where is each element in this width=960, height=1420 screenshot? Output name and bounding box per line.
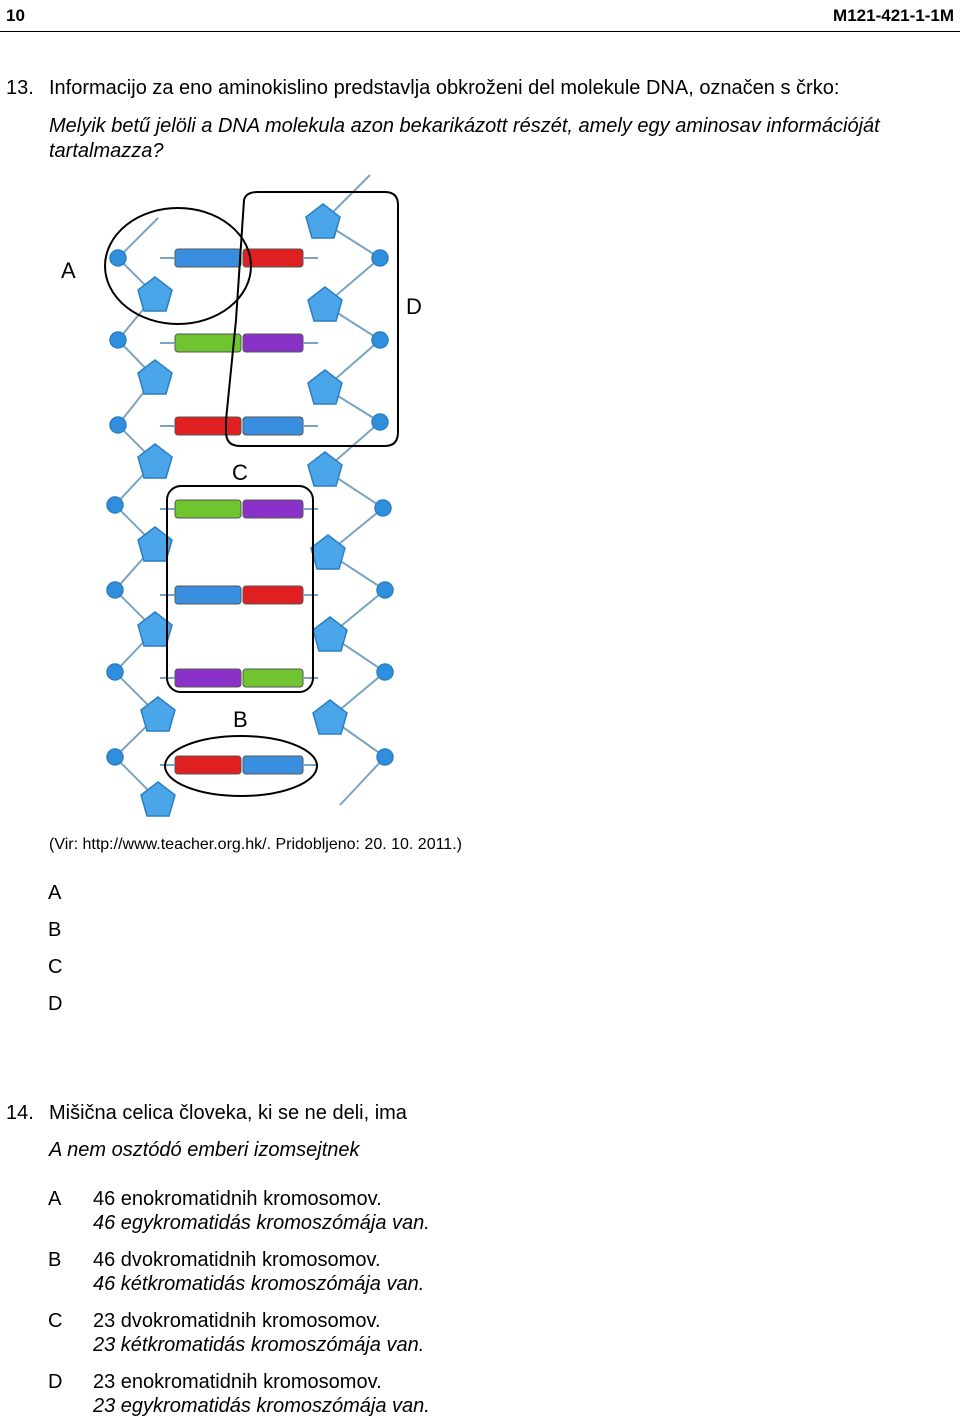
q13-option-a[interactable]: A	[48, 882, 62, 904]
q14-option-b-hungarian: 46 kétkromatidás kromoszómája van.	[93, 1273, 425, 1295]
q14-option-a-hungarian: 46 egykromatidás kromoszómája van.	[93, 1212, 430, 1234]
label-d: D	[406, 294, 422, 319]
question-14-number: 14.	[6, 1102, 34, 1124]
question-14-hungarian: A nem osztódó emberi izomsejtnek	[49, 1139, 360, 1161]
q13-option-c[interactable]: C	[48, 956, 63, 978]
region-c-outline	[166, 485, 314, 693]
label-a: A	[61, 258, 76, 283]
question-13-slovene: Informacijo za eno aminokislino predstav…	[49, 77, 840, 99]
image-source: (Vir: http://www.teacher.org.hk/. Pridob…	[49, 836, 462, 853]
q14-option-d-hungarian: 23 egykromatidás kromoszómája van.	[93, 1395, 430, 1417]
q14-option-d-slovene: 23 enokromatidnih kromosomov.	[93, 1371, 382, 1393]
question-13-number: 13.	[6, 77, 34, 99]
q14-option-b-letter[interactable]: B	[48, 1249, 62, 1271]
dna-diagram: A D C B	[61, 174, 422, 817]
header-rule	[0, 31, 960, 32]
region-d-outline	[225, 191, 399, 447]
region-a-outline	[104, 207, 252, 325]
q14-option-c-hungarian: 23 kétkromatidás kromoszómája van.	[93, 1334, 425, 1356]
q14-option-a-letter[interactable]: A	[48, 1188, 62, 1210]
question-13-hungarian-line1: Melyik betű jelöli a DNA molekula azon b…	[49, 115, 880, 137]
document-code: M121-421-1-1M	[833, 6, 954, 25]
q13-option-b[interactable]: B	[48, 919, 62, 941]
dna-base-pairs	[160, 248, 318, 775]
label-c: C	[232, 460, 248, 485]
region-b-outline	[164, 735, 318, 797]
q14-option-d-letter[interactable]: D	[48, 1371, 63, 1393]
page-number: 10	[6, 6, 25, 25]
dna-sugar-phosphate-units	[106, 203, 394, 817]
question-13-hungarian-line2: tartalmazza?	[49, 140, 164, 162]
label-b: B	[233, 707, 248, 732]
q14-option-b-slovene: 46 dvokromatidnih kromosomov.	[93, 1249, 381, 1271]
q14-option-c-letter[interactable]: C	[48, 1310, 63, 1332]
q14-option-a-slovene: 46 enokromatidnih kromosomov.	[93, 1188, 382, 1210]
q14-option-c-slovene: 23 dvokromatidnih kromosomov.	[93, 1310, 381, 1332]
question-14-slovene: Mišična celica človeka, ki se ne deli, i…	[49, 1102, 407, 1124]
q13-option-d[interactable]: D	[48, 993, 63, 1015]
